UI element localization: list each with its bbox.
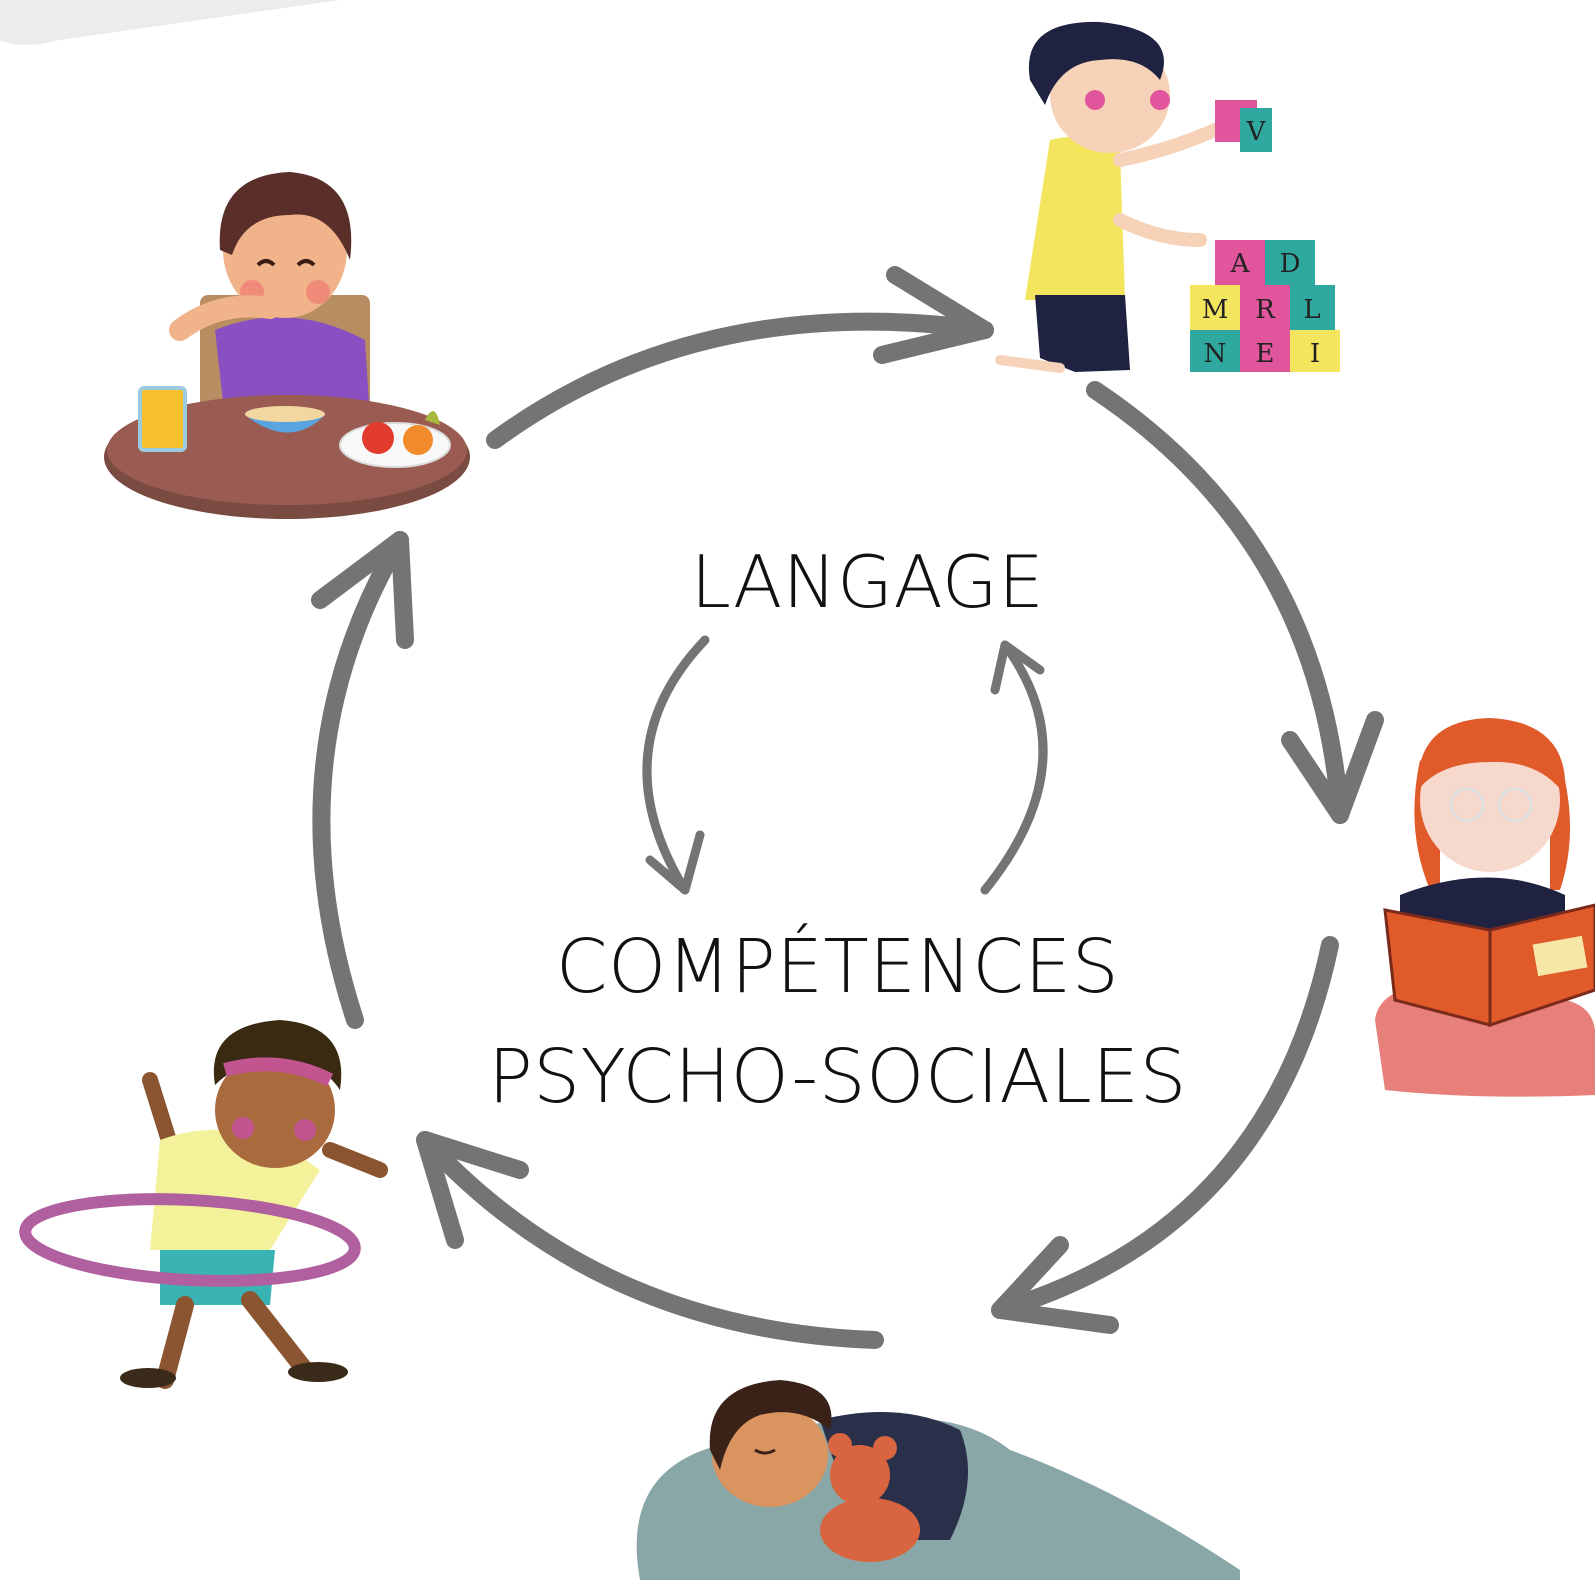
inner-arrows xyxy=(642,635,1048,895)
competences-label-line1: COMPÉTENCES xyxy=(555,924,1120,1010)
arrowhead-sleeping-to-hula xyxy=(416,1131,529,1249)
block-letter-i: I xyxy=(1310,339,1320,369)
block-letter-d: D xyxy=(1280,249,1301,279)
competences-label-line2: PSYCHO-SOCIALES xyxy=(488,1034,1187,1120)
arrowhead-reading-to-sleeping xyxy=(991,1236,1119,1334)
block-letter-e: E xyxy=(1256,339,1275,369)
arrowhead-playing-to-reading xyxy=(1281,711,1384,824)
block-letter-v: V xyxy=(1246,117,1267,147)
outer-cycle-arrows xyxy=(311,266,1384,1349)
arrow-reading-to-sleeping xyxy=(991,936,1339,1319)
block-letter-n: N xyxy=(1204,339,1227,369)
child-reading-book-illustration xyxy=(1375,718,1595,1097)
arrowhead-langage-to-competences xyxy=(645,830,705,895)
block-letter-m: M xyxy=(1202,295,1229,325)
arrow-hula-to-eating xyxy=(312,531,409,1029)
arrow-sleeping-to-hula xyxy=(416,1131,884,1349)
arrowhead-hula-to-eating xyxy=(311,531,414,649)
arrow-competences-to-langage xyxy=(980,640,1048,895)
arrow-eating-to-playing xyxy=(486,312,994,449)
arrow-playing-to-reading xyxy=(1086,381,1349,824)
competences-label: COMPÉTENCES PSYCHO-SOCIALES xyxy=(40,912,1595,1132)
corner-shape xyxy=(0,0,340,45)
langage-label: LANGAGE xyxy=(690,540,1045,624)
child-sleeping-with-teddy-illustration xyxy=(636,1380,1240,1580)
block-letter-a: A xyxy=(1230,249,1251,279)
child-eating-breakfast-illustration xyxy=(104,172,470,519)
block-letter-r: R xyxy=(1255,295,1276,325)
child-playing-letter-blocks-illustration: V A D M R L N E I xyxy=(995,21,1340,373)
arrow-langage-to-competences xyxy=(642,635,710,895)
arrowhead-competences-to-langage xyxy=(990,640,1045,695)
arrowhead-eating-to-playing xyxy=(873,266,994,364)
block-letter-l: L xyxy=(1303,295,1320,325)
child-hula-hoop-illustration xyxy=(19,1020,388,1389)
